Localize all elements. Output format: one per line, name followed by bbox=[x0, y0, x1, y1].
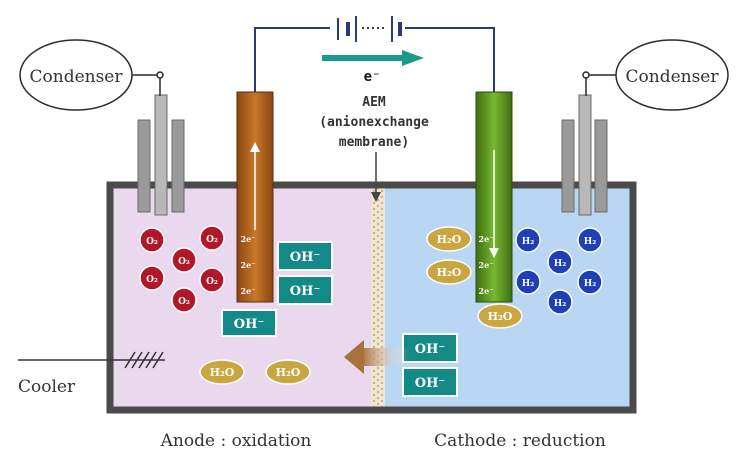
aem-pointer-arrow bbox=[371, 152, 381, 202]
oh-ion-label: OH⁻ bbox=[290, 284, 320, 299]
h2-molecule: H₂ bbox=[547, 289, 573, 315]
o2-molecule-label: O₂ bbox=[206, 235, 218, 245]
anion-exchange-membrane bbox=[371, 185, 385, 410]
condenser-left-label: Condenser bbox=[30, 67, 124, 87]
h2o-molecule: H₂O bbox=[477, 303, 523, 329]
oh-ion-label: OH⁻ bbox=[234, 317, 264, 332]
ion-migration-arrow bbox=[344, 340, 408, 374]
wire-right bbox=[405, 27, 495, 92]
oxygen-molecules: O₂ O₂ O₂ O₂ O₂ O₂ bbox=[139, 225, 225, 313]
o2-molecule: O₂ bbox=[199, 267, 225, 293]
gas-outlet-tubes bbox=[137, 94, 608, 216]
cathode-electron-label: 2e⁻ bbox=[479, 234, 494, 244]
o2-molecule-label: O₂ bbox=[178, 257, 190, 267]
h2-molecule-label: H₂ bbox=[522, 279, 535, 289]
h2-molecule-label: H₂ bbox=[584, 279, 597, 289]
h2-molecule: H₂ bbox=[547, 249, 573, 275]
h2o-molecule-label: H₂O bbox=[210, 366, 235, 379]
h2-molecule: H₂ bbox=[577, 227, 603, 253]
aem-label-line-3: membrane) bbox=[339, 135, 409, 150]
right-outer-tube-a bbox=[561, 119, 575, 213]
o2-molecule-label: O₂ bbox=[146, 237, 158, 247]
aem-label-line-2: (anionexchange bbox=[319, 115, 429, 130]
h2-molecule-label: H₂ bbox=[554, 299, 567, 309]
h2o-molecule-label: H₂O bbox=[437, 233, 462, 246]
h2o-molecule: H₂O bbox=[199, 359, 245, 385]
wire-left bbox=[254, 27, 330, 92]
tank-wall bbox=[106, 181, 637, 414]
o2-molecule: O₂ bbox=[139, 265, 165, 291]
cathode-electron-labels: 2e⁻ 2e⁻ 2e⁻ bbox=[479, 234, 494, 296]
h2-molecule-label: H₂ bbox=[554, 259, 567, 269]
h2o-molecule: H₂O bbox=[426, 259, 472, 285]
o2-molecule: O₂ bbox=[171, 287, 197, 313]
o2-molecule: O₂ bbox=[199, 225, 225, 251]
oh-ion: OH⁻ bbox=[277, 275, 333, 305]
cathode-caption: Cathode : reduction bbox=[434, 431, 606, 451]
cathode-electron-label: 2e⁻ bbox=[479, 260, 494, 270]
battery-symbol bbox=[337, 16, 402, 42]
oh-ion-label: OH⁻ bbox=[290, 250, 320, 265]
electron-flow-arrow bbox=[322, 50, 424, 66]
external-circuit bbox=[254, 27, 495, 92]
left-inner-tube bbox=[154, 94, 168, 216]
o2-molecule-label: O₂ bbox=[206, 277, 218, 287]
aem-label-line-1: AEM bbox=[362, 95, 386, 110]
oh-ion-label: OH⁻ bbox=[415, 342, 445, 357]
left-outer-tube-b bbox=[171, 119, 185, 213]
oh-ion: OH⁻ bbox=[402, 367, 458, 397]
h2o-molecule-label: H₂O bbox=[488, 310, 513, 323]
oh-ion: OH⁻ bbox=[221, 309, 277, 337]
anode-electron-label: 2e⁻ bbox=[241, 234, 256, 244]
electron-label: e⁻ bbox=[364, 69, 381, 85]
cathode-electrode bbox=[475, 91, 513, 303]
hydroxide-ions: OH⁻ OH⁻ OH⁻ OH⁻ OH⁻ bbox=[221, 241, 458, 397]
aem-label: AEM (anionexchange membrane) bbox=[319, 95, 429, 150]
condenser-right: Condenser bbox=[615, 39, 729, 111]
right-inner-tube bbox=[578, 94, 592, 216]
anode-electron-labels: 2e⁻ 2e⁻ 2e⁻ bbox=[241, 234, 256, 296]
oh-ion-label: OH⁻ bbox=[415, 376, 445, 391]
anode-electron-label: 2e⁻ bbox=[241, 260, 256, 270]
left-outer-tube-a bbox=[137, 119, 151, 213]
cooler-pipe bbox=[18, 351, 165, 369]
o2-molecule-label: O₂ bbox=[146, 275, 158, 285]
anode-electrode bbox=[236, 91, 274, 303]
h2-molecule: H₂ bbox=[577, 269, 603, 295]
water-molecules: H₂O H₂O H₂O H₂O H₂O bbox=[199, 226, 523, 385]
condenser-right-label: Condenser bbox=[626, 67, 720, 87]
o2-molecule-label: O₂ bbox=[178, 297, 190, 307]
cooler-label: Cooler bbox=[18, 377, 76, 397]
h2-molecule-label: H₂ bbox=[584, 237, 597, 247]
h2o-molecule-label: H₂O bbox=[276, 366, 301, 379]
anode-caption: Anode : oxidation bbox=[160, 431, 312, 451]
h2-molecule: H₂ bbox=[515, 269, 541, 295]
h2o-molecule: H₂O bbox=[265, 359, 311, 385]
oh-ion: OH⁻ bbox=[277, 241, 333, 271]
right-outer-tube-b bbox=[594, 119, 608, 213]
h2-molecule: H₂ bbox=[515, 227, 541, 253]
condenser-lines bbox=[130, 71, 620, 96]
o2-molecule: O₂ bbox=[171, 247, 197, 273]
h2o-molecule-label: H₂O bbox=[437, 266, 462, 279]
hydrogen-molecules: H₂ H₂ H₂ H₂ H₂ H₂ bbox=[515, 227, 603, 315]
o2-molecule: O₂ bbox=[139, 227, 165, 253]
h2-molecule-label: H₂ bbox=[522, 237, 535, 247]
h2o-molecule: H₂O bbox=[426, 226, 472, 252]
cathode-electron-label: 2e⁻ bbox=[479, 286, 494, 296]
oh-ion: OH⁻ bbox=[402, 333, 458, 363]
anode-electron-label: 2e⁻ bbox=[241, 286, 256, 296]
condenser-left: Condenser bbox=[19, 39, 133, 111]
